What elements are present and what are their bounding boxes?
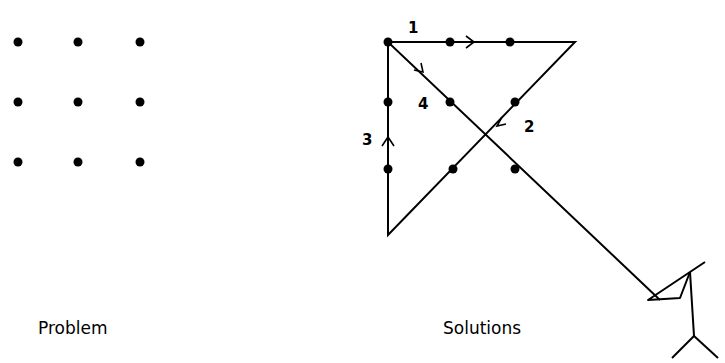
- step-number: 1: [408, 21, 418, 36]
- direction-arrows: [382, 36, 506, 146]
- solution-dots: [384, 38, 520, 174]
- step-number: 2: [524, 120, 534, 135]
- problem-dots: [14, 38, 145, 167]
- caption-text: Problem: [38, 320, 108, 337]
- solution-lines: [388, 42, 660, 300]
- pen-figure: [648, 262, 718, 358]
- step-number: 4: [418, 97, 428, 112]
- caption-text: Solutions: [443, 320, 521, 337]
- step-number: 3: [362, 133, 372, 148]
